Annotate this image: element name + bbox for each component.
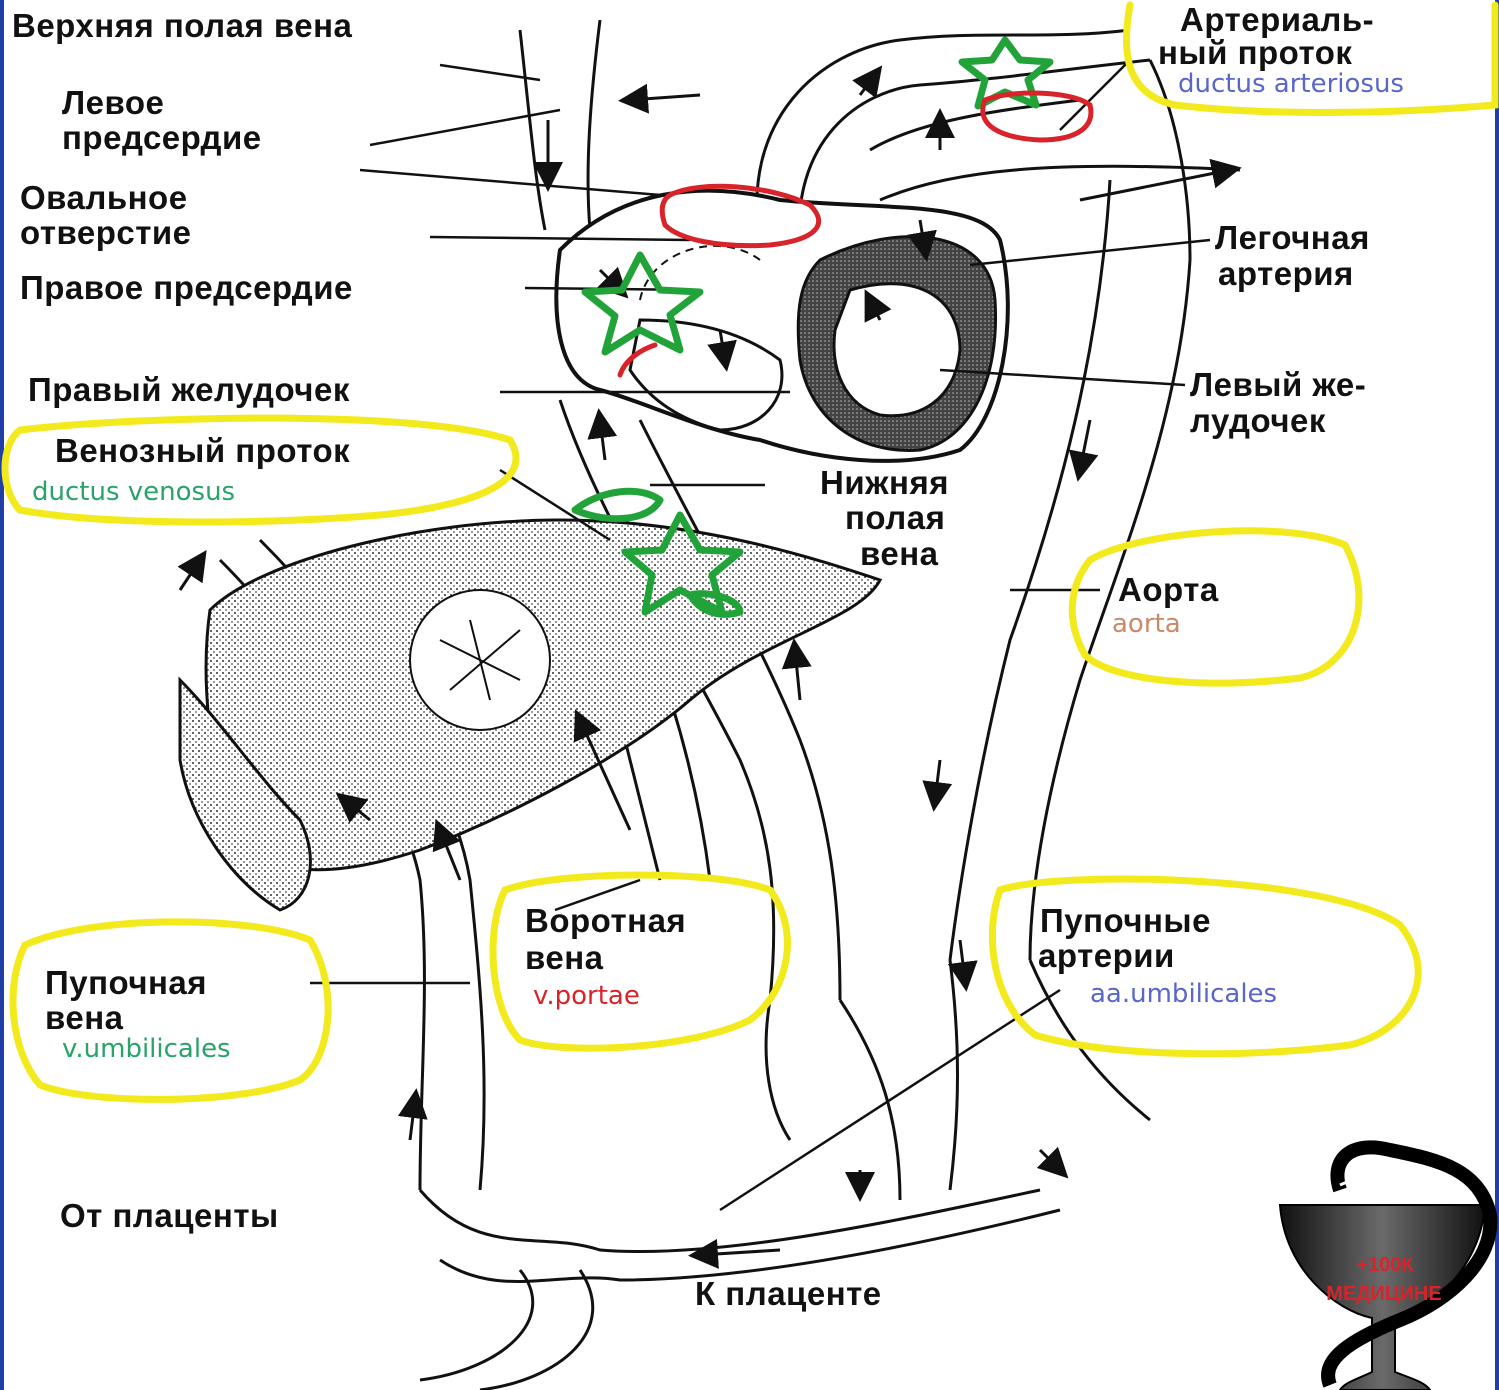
logo-line1: +100К [1356, 1254, 1414, 1276]
logo-line2: МЕДИЦИНЕ [1326, 1283, 1441, 1305]
